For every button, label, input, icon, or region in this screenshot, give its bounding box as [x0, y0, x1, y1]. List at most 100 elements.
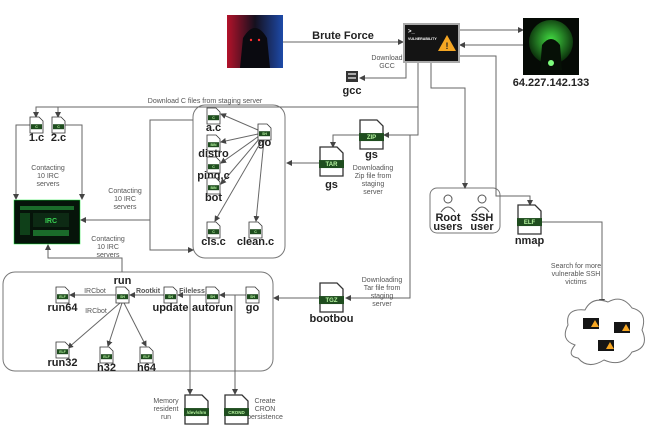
edge-arrow [214, 139, 263, 222]
bootbou-contents-group [2, 271, 274, 372]
edge-label-zip-4: server [363, 189, 383, 196]
edge-arrow [383, 107, 419, 138]
edge-label-zip-2: Zip file from [355, 173, 392, 180]
file-label: 1.c [29, 132, 44, 144]
edge-label-zip-3: staging [362, 181, 385, 188]
file-type-badge [224, 408, 249, 417]
edge-label-cron-2: CRON [255, 406, 276, 413]
file-type-badge [247, 294, 258, 300]
file-type-text: ELF [59, 350, 66, 354]
edge-arrow [253, 139, 265, 222]
skull-icon [548, 60, 554, 66]
root-users-label-1: Root [435, 212, 460, 224]
victim-host-icon [583, 318, 599, 329]
file-type-text: C [212, 116, 215, 120]
edge-arrow [345, 135, 411, 301]
file-type-badge [208, 115, 219, 121]
file-type-text: SH [168, 295, 173, 299]
file-node-go2: SH go [245, 286, 260, 314]
file-type-text: SH [120, 295, 125, 299]
file-node-c2: C 2.c [51, 116, 66, 144]
edge-label-tar-4: server [372, 301, 392, 308]
file-type-badge [207, 294, 218, 300]
file-type-badge [319, 160, 344, 169]
file-type-text: /dev/shm [187, 410, 207, 415]
file-type-text: SH [250, 295, 255, 299]
file-label: ping.c [197, 170, 229, 182]
edge-arrow [45, 244, 123, 272]
file-label: 2.c [51, 132, 66, 144]
file-label: autorun [192, 302, 233, 314]
c2-ip-label: 64.227.142.133 [513, 77, 589, 89]
file-type-badge [141, 354, 152, 360]
edge-label-contacting-mid-2: 10 IRC [114, 196, 136, 203]
edge-label-brute-force: Brute Force [312, 30, 374, 42]
file-type-text: ELF [524, 220, 536, 226]
edge-arrow [542, 221, 605, 305]
edge-arrow [220, 135, 260, 164]
file-nodes: C1.cC2.cCa.cBINdistroCping.cBINbotCcls.c… [29, 107, 544, 425]
file-label: run32 [48, 357, 78, 369]
vulnerable-ssh-victims-cloud [564, 298, 645, 365]
file-type-text: ELF [59, 295, 66, 299]
edge-label-tar-1: Downloading [362, 277, 403, 284]
file-label: bot [205, 192, 222, 204]
file-type-badge [517, 218, 542, 227]
file-type-text: C [212, 165, 215, 169]
svg-text:!: ! [446, 41, 449, 51]
file-type-text: C [212, 230, 215, 234]
edge-arrow [67, 302, 121, 349]
edge-label-contacting-bottom-3: servers [97, 252, 120, 259]
ssh-user-icon [474, 194, 490, 213]
edge-label-memory-2: resident [154, 406, 179, 413]
file-label: cls.c [201, 236, 225, 248]
file-type-text: C [57, 125, 60, 129]
file-node-mem: /dev/shm [184, 394, 209, 425]
file-type-text: TAR [326, 162, 339, 168]
file-type-text: CROND [228, 410, 245, 415]
file-label: gs [365, 149, 378, 161]
file-type-text: TGZ [326, 298, 338, 304]
go-script-group [192, 104, 286, 259]
terminal-prompt: >_ [408, 29, 416, 35]
edge-arrow [430, 63, 468, 189]
edge-label-download-gcc-1: Download [371, 55, 402, 62]
file-type-text: C [35, 125, 38, 129]
edge-label-contacting-left-1: Contacting [31, 165, 65, 172]
edge-label-rootkit: Rootkit [136, 288, 161, 295]
file-label: run [114, 275, 132, 287]
gcc-label: gcc [343, 85, 362, 97]
irc-screen-text: IRC [45, 218, 57, 225]
file-type-badge [359, 133, 384, 142]
edge-arrow [64, 124, 85, 200]
file-type-badge [208, 229, 219, 235]
ssh-user-label-1: SSH [471, 212, 494, 224]
file-node-ac: Ca.c [206, 107, 221, 134]
edge-label-ircbot-2: IRCbot [85, 308, 107, 315]
file-label: distro [198, 148, 229, 160]
file-node-c1: C 1.c [29, 116, 44, 144]
vulnerability-text: VULNERABILITY [408, 37, 437, 41]
file-label: go [246, 302, 260, 314]
file-type-badge [208, 142, 219, 148]
file-type-badge [117, 294, 128, 300]
victim-host-icon [614, 322, 630, 333]
file-label: h64 [137, 362, 157, 374]
file-type-badge [57, 349, 68, 355]
attacker-node [227, 15, 283, 68]
edge-arrow [330, 134, 360, 148]
edge-arrow [149, 119, 194, 253]
file-type-badge [250, 229, 261, 235]
